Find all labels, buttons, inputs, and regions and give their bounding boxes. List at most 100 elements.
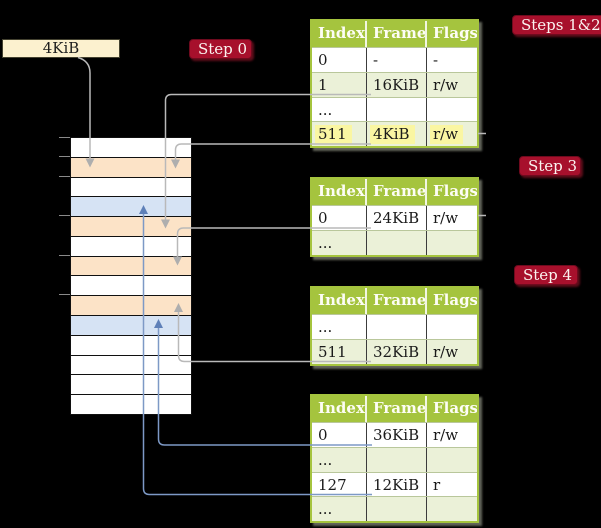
- table-cell: -: [427, 48, 477, 72]
- table-cell: 0: [312, 423, 367, 447]
- cell-value: ...: [318, 500, 333, 519]
- table-row: 511 32KiB r/w: [312, 338, 477, 364]
- column-header: Frame: [367, 288, 427, 314]
- table-cell: 36KiB: [367, 423, 427, 447]
- cell-value: 12KiB: [373, 475, 420, 494]
- table-cell: 511: [312, 339, 367, 364]
- memory-address-tick: [59, 294, 70, 296]
- memory-frame-row-blue: [71, 315, 191, 335]
- memory-frame-row-white: [71, 176, 191, 197]
- highlighted-value: 511: [315, 125, 352, 145]
- table-cell: [367, 230, 427, 255]
- memory-frame-row-white: [71, 354, 191, 375]
- cell-value: r: [433, 475, 441, 494]
- cell-value: r/w: [433, 75, 459, 94]
- memory-frame-row-orange: [71, 295, 191, 316]
- table-cell: r: [427, 473, 477, 497]
- table-cell: 0: [312, 48, 367, 72]
- table-row: ...: [312, 96, 477, 122]
- cell-value: r/w: [433, 426, 459, 444]
- table-cell: [427, 98, 477, 122]
- table-cell: 4KiB: [367, 122, 427, 146]
- table-cell: ...: [312, 497, 367, 521]
- cell-value: 1: [318, 75, 328, 94]
- memory-frame-row-white: [71, 334, 191, 355]
- table-cell: 0: [312, 206, 367, 230]
- memory-frame-row-orange: [71, 156, 191, 177]
- memory-frame-row-blue: [71, 196, 191, 217]
- cell-value: 24KiB: [373, 209, 420, 227]
- table-cell: r/w: [427, 340, 477, 364]
- step-3-label: Step 3: [519, 156, 581, 176]
- table-cell: 1: [312, 72, 367, 97]
- table-cell: [427, 448, 477, 472]
- table-cell: r/w: [427, 423, 477, 447]
- cell-value: 0: [318, 426, 328, 444]
- table-row: ...: [312, 446, 477, 472]
- table-cell: [367, 97, 427, 122]
- memory-address-tick: [59, 254, 70, 256]
- table-cell: 511: [312, 122, 367, 146]
- table-cell: 32KiB: [367, 339, 427, 364]
- cell-value: ...: [318, 450, 333, 469]
- table-cell: 24KiB: [367, 206, 427, 230]
- root-table-address-box: 4KiB: [2, 39, 120, 58]
- table-row: 0 24KiB r/w: [312, 205, 477, 230]
- column-header: Flags: [433, 291, 477, 309]
- table-row: ...: [312, 496, 477, 521]
- table-cell: -: [367, 48, 427, 72]
- table-cell: 127: [312, 472, 367, 497]
- column-header: Frame: [367, 21, 427, 47]
- table-cell: ...: [312, 230, 367, 255]
- cell-value: r/w: [433, 209, 459, 227]
- column-header: Index: [312, 288, 367, 314]
- table-cell: [427, 315, 477, 339]
- cell-value: 127: [318, 475, 347, 494]
- table-row: 0 - -: [312, 47, 477, 72]
- column-header: Flags: [433, 24, 477, 42]
- cell-value: 32KiB: [373, 342, 420, 361]
- table-cell: r/w: [427, 73, 477, 97]
- memory-frame-row-white: [71, 235, 191, 256]
- table-row: 127 12KiB r: [312, 471, 477, 497]
- step-0-label: Step 0: [189, 39, 252, 59]
- memory-frame-row-white: [71, 138, 191, 157]
- cell-value: ...: [318, 100, 333, 119]
- table-cell: [427, 231, 477, 255]
- cell-value: -: [373, 51, 379, 69]
- memory-frame-row-white: [71, 374, 191, 395]
- column-header: Index: [312, 396, 367, 422]
- cell-value: 0: [318, 51, 328, 69]
- column-header: Frame: [367, 179, 427, 205]
- cell-value: ...: [318, 318, 333, 336]
- table-cell: [367, 497, 427, 521]
- table-row: ...: [312, 229, 477, 255]
- table-cell: [367, 447, 427, 472]
- physical-memory-column: [70, 137, 192, 415]
- table-cell: 16KiB: [367, 72, 427, 97]
- table-cell: r/w: [427, 122, 477, 146]
- memory-frame-row-orange: [71, 255, 191, 276]
- memory-address-tick: [59, 136, 70, 138]
- step-4-label: Step 4: [514, 265, 578, 285]
- cell-value: 0: [318, 209, 328, 227]
- highlighted-value: r/w: [430, 125, 464, 145]
- column-header: Frame: [367, 396, 427, 422]
- cell-value: 16KiB: [373, 75, 420, 94]
- memory-address-tick: [59, 175, 70, 177]
- table-cell: ...: [312, 315, 367, 339]
- column-header: Flags: [433, 182, 477, 200]
- table-cell: [367, 315, 427, 339]
- cell-value: -: [433, 51, 439, 69]
- column-header: Flags: [433, 399, 477, 417]
- column-header: Index: [312, 179, 367, 205]
